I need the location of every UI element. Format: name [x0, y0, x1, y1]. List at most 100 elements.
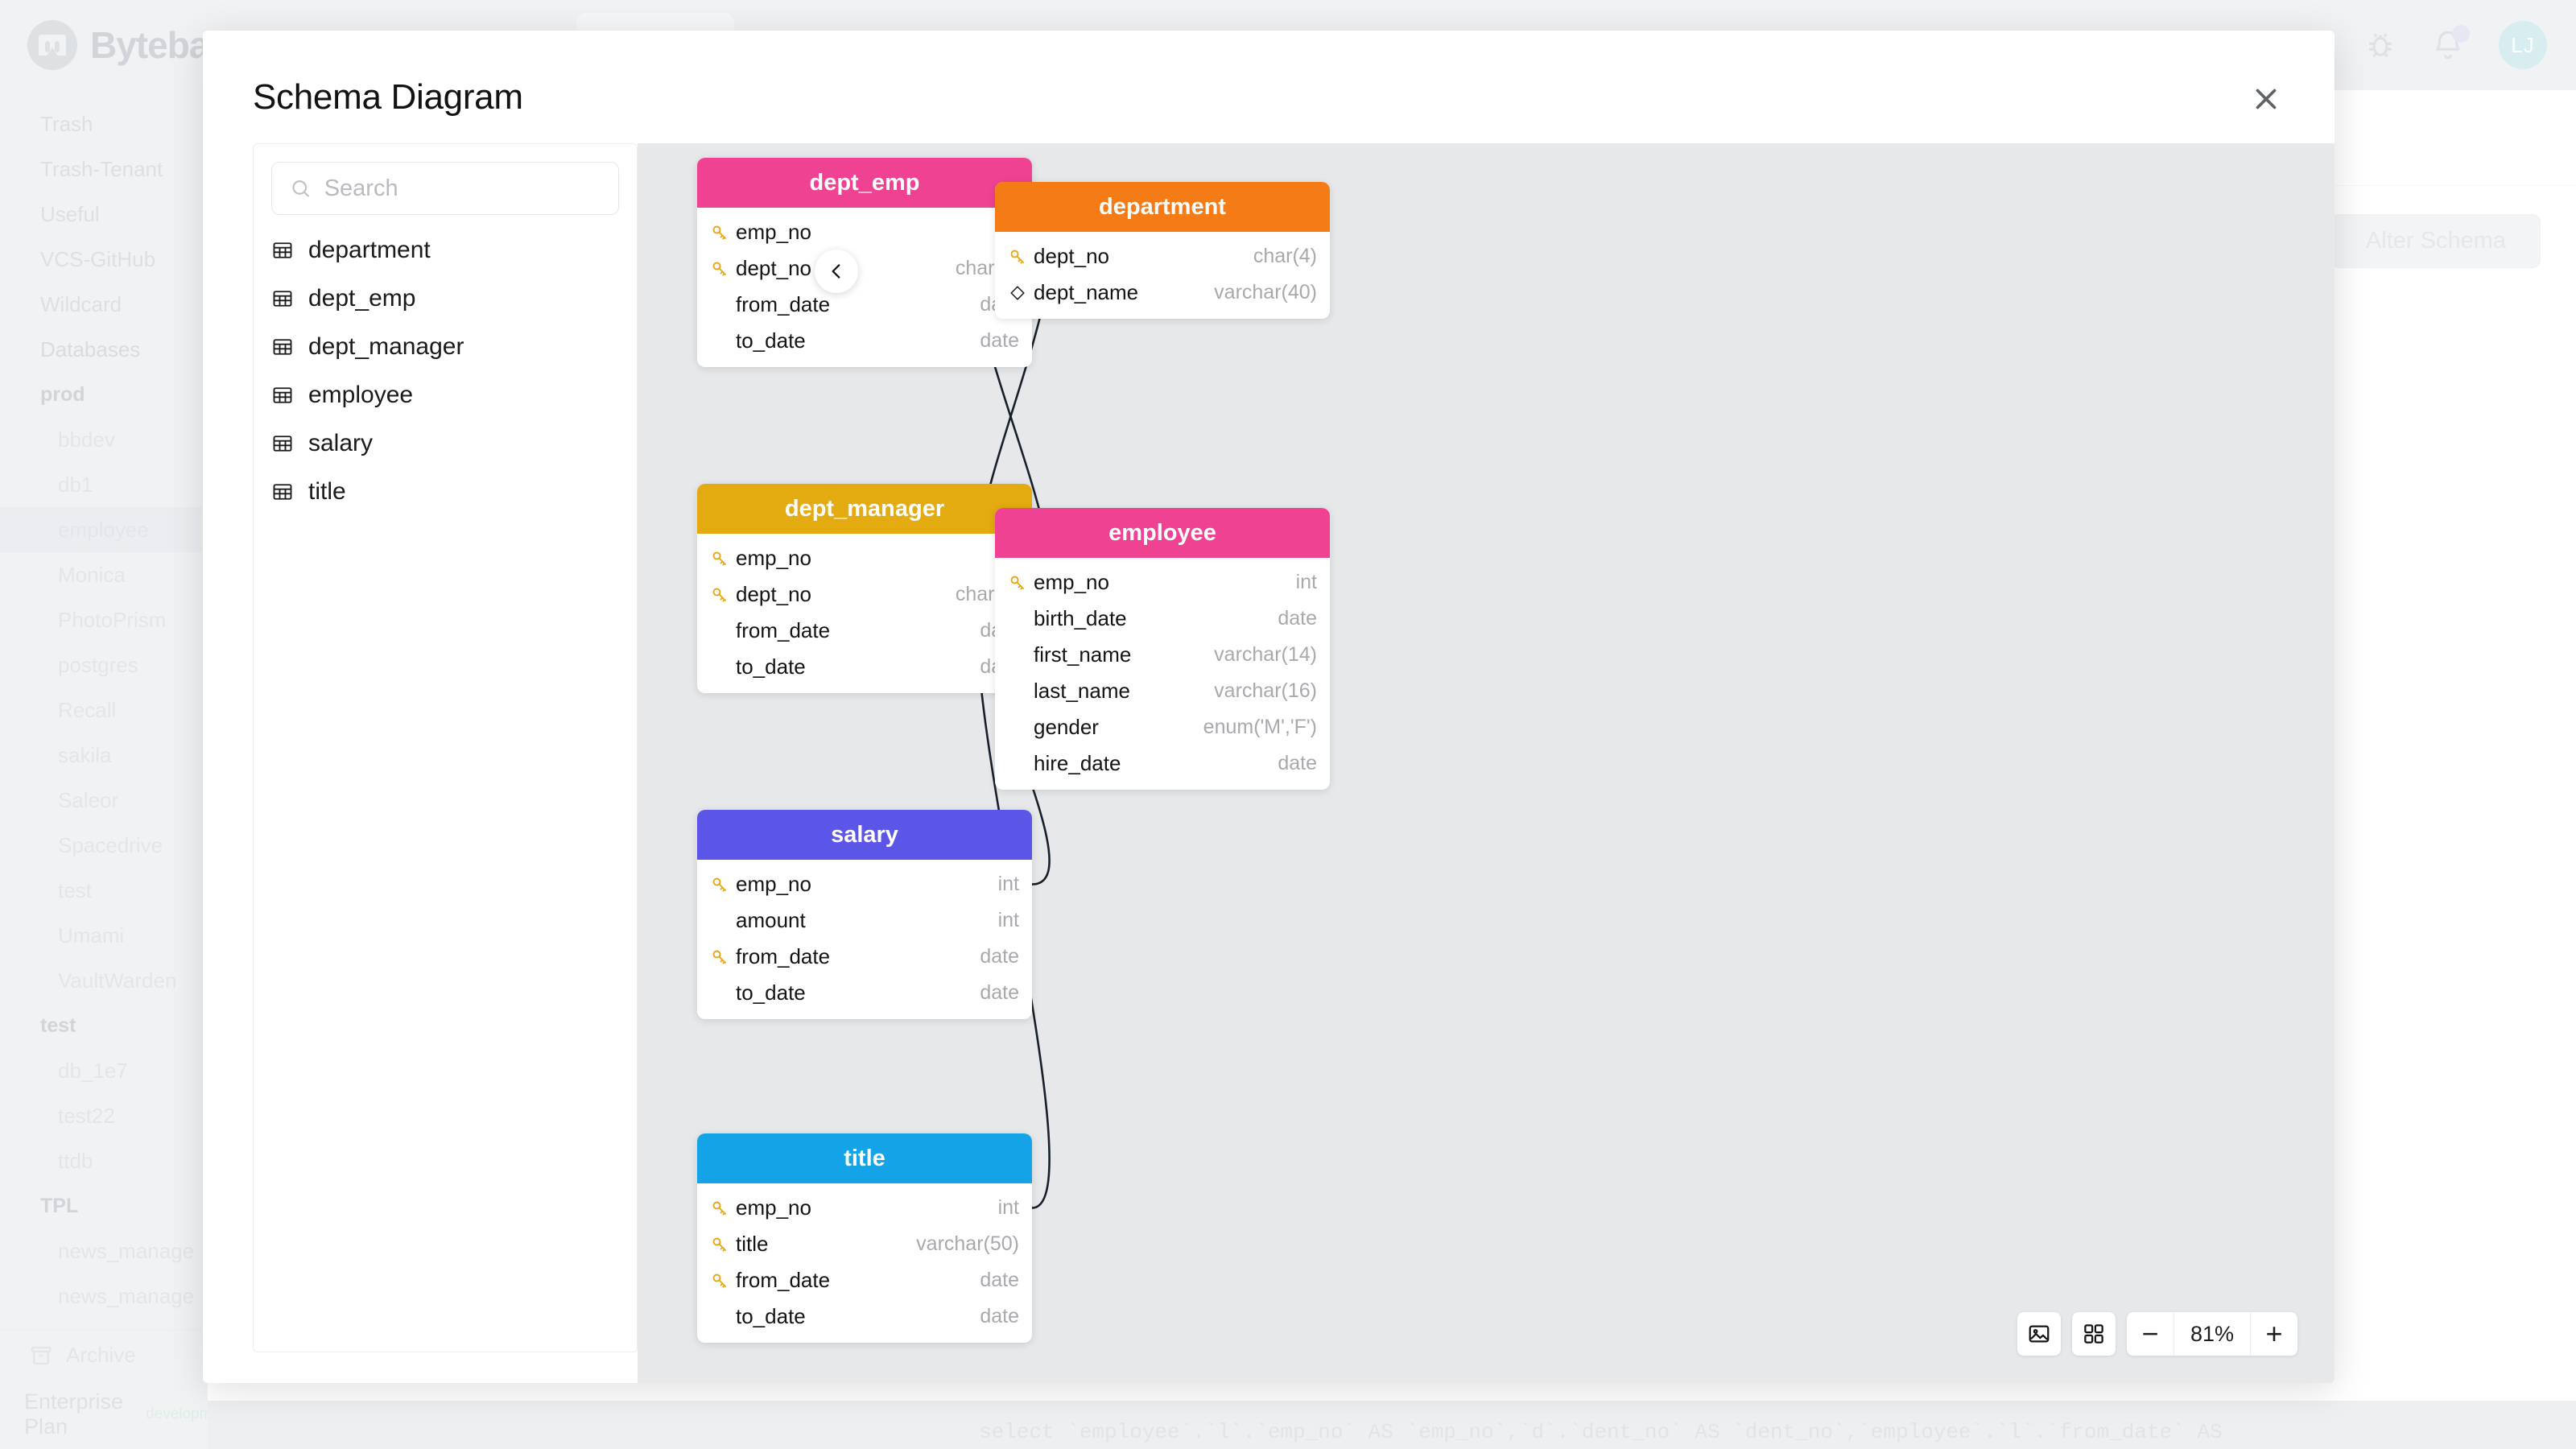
search-icon	[292, 180, 309, 197]
table-list-item-salary[interactable]: salary	[254, 419, 637, 468]
table-node-dept_manager[interactable]: dept_manager emp_nointdept_nochar(4)from_…	[697, 484, 1032, 693]
column-name: to_date	[736, 1304, 806, 1328]
table-icon	[273, 484, 292, 500]
column-type: date	[980, 945, 1019, 968]
table-node-header-employee: employee	[995, 508, 1330, 558]
column-key-slot	[708, 585, 731, 605]
table-node-columns: emp_nointdept_nochar(4)from_datedateto_d…	[697, 208, 1032, 367]
zoom-out-button[interactable]: −	[2141, 1317, 2159, 1350]
column-key-slot	[708, 1199, 731, 1218]
column-name: amount	[736, 908, 806, 932]
column-type: varchar(50)	[916, 1232, 1019, 1255]
column-type: date	[980, 329, 1019, 352]
column-row[interactable]: from_date date	[697, 939, 1032, 975]
collapse-panel-button[interactable]	[815, 250, 858, 293]
search-box[interactable]	[271, 162, 619, 215]
column-type: date	[1278, 607, 1317, 630]
table-list-item-department[interactable]: department	[254, 226, 637, 275]
column-name: to_date	[736, 980, 806, 1005]
column-name: dept_name	[1034, 280, 1139, 304]
zoom-in-button[interactable]: +	[2265, 1317, 2283, 1350]
column-name: from_date	[736, 944, 831, 968]
grid-icon	[2084, 1324, 2103, 1344]
column-type: int	[997, 909, 1019, 931]
column-row[interactable]: amount int	[697, 902, 1032, 939]
table-list-item-label: salary	[308, 430, 374, 456]
table-node-header-dept_emp: dept_emp	[697, 158, 1032, 208]
table-list-item-title[interactable]: title	[254, 468, 637, 516]
column-type: enum('M','F')	[1203, 716, 1317, 738]
search-input[interactable]	[324, 175, 601, 202]
column-key-slot	[708, 549, 731, 568]
column-name: from_date	[736, 1268, 831, 1292]
primary-key-icon	[712, 1237, 726, 1252]
diagram-canvas[interactable]: dept_empemp_nointdept_nochar(4)from_date…	[638, 143, 2334, 1383]
primary-key-icon	[712, 225, 726, 240]
column-key-slot	[708, 1235, 731, 1254]
image-icon	[2029, 1325, 2050, 1343]
primary-key-icon	[712, 1274, 726, 1288]
table-icon	[273, 339, 292, 355]
primary-key-icon	[712, 877, 726, 892]
table-node-header-salary: salary	[697, 810, 1032, 860]
column-type: date	[980, 981, 1019, 1004]
close-icon[interactable]	[2241, 74, 2291, 124]
column-name: hire_date	[1034, 751, 1121, 775]
column-name: dept_no	[736, 582, 811, 606]
column-type: int	[997, 1196, 1019, 1219]
column-key-slot	[708, 223, 731, 242]
unique-key-icon	[1010, 285, 1025, 300]
layout-grid-button[interactable]	[2072, 1312, 2116, 1356]
export-image-button[interactable]	[2017, 1312, 2061, 1356]
primary-key-icon	[712, 950, 726, 964]
table-node-header-dept_manager: dept_manager	[697, 484, 1032, 534]
column-key-slot	[708, 1271, 731, 1290]
table-list-item-employee[interactable]: employee	[254, 371, 637, 419]
table-list-item-label: dept_manager	[308, 333, 464, 360]
table-list-item-dept_manager[interactable]: dept_manager	[254, 323, 637, 371]
column-name: from_date	[736, 292, 831, 316]
table-node-header-title: title	[697, 1133, 1032, 1183]
column-key-slot	[708, 875, 731, 894]
primary-key-icon	[712, 588, 726, 602]
table-icon	[273, 436, 292, 452]
column-name: emp_no	[736, 546, 811, 570]
column-row[interactable]: to_date date	[697, 975, 1032, 1011]
table-list-item-dept_emp[interactable]: dept_emp	[254, 275, 637, 323]
canvas-toolbar: − 81% +	[2017, 1312, 2297, 1356]
chevron-left-icon	[832, 264, 840, 279]
column-type: varchar(14)	[1214, 643, 1317, 666]
primary-key-icon	[712, 551, 726, 566]
column-name: to_date	[736, 654, 806, 679]
table-node-dept_emp[interactable]: dept_empemp_nointdept_nochar(4)from_date…	[697, 158, 1032, 367]
